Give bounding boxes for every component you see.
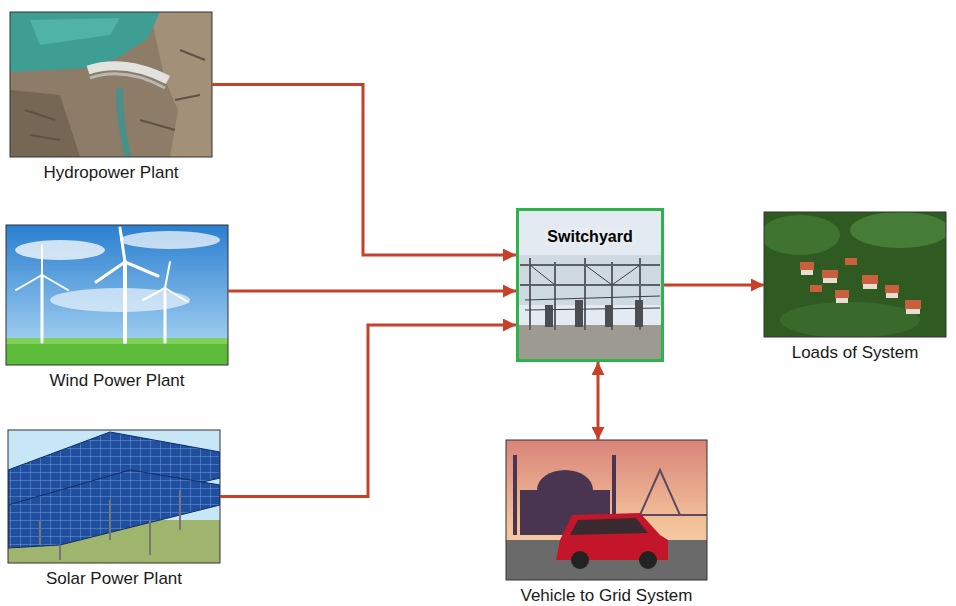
node-caption: Solar Power Plant: [46, 569, 182, 589]
switchyard-box: Switchyard: [516, 208, 664, 362]
switchyard-picture: [516, 208, 664, 362]
wind-picture: [6, 225, 228, 365]
node-caption: Hydropower Plant: [43, 163, 178, 183]
solar-picture: [8, 430, 220, 563]
power-flow-arrow: [597, 362, 600, 440]
title-text: Switchyard: [544, 228, 635, 245]
load-box: Loads of System: [764, 212, 946, 337]
hydropower-picture: [10, 12, 212, 157]
plant-box: Solar Power Plant: [8, 430, 220, 563]
power-flow-arrow: [212, 85, 516, 256]
power-flow-arrow: [228, 290, 516, 293]
node-caption: Vehicle to Grid System: [521, 586, 693, 606]
plant-box: Hydropower Plant: [10, 12, 212, 157]
plant-box: Wind Power Plant: [6, 225, 228, 365]
loads-picture: [764, 212, 946, 337]
node-caption: Wind Power Plant: [49, 371, 184, 391]
node-title: Switchyard: [519, 227, 661, 246]
node-caption: Loads of System: [792, 343, 919, 363]
v2g-picture: [506, 440, 707, 580]
power-flow-arrow: [220, 325, 516, 497]
v2g-box: Vehicle to Grid System: [506, 440, 707, 580]
power-flow-arrow: [664, 284, 764, 287]
